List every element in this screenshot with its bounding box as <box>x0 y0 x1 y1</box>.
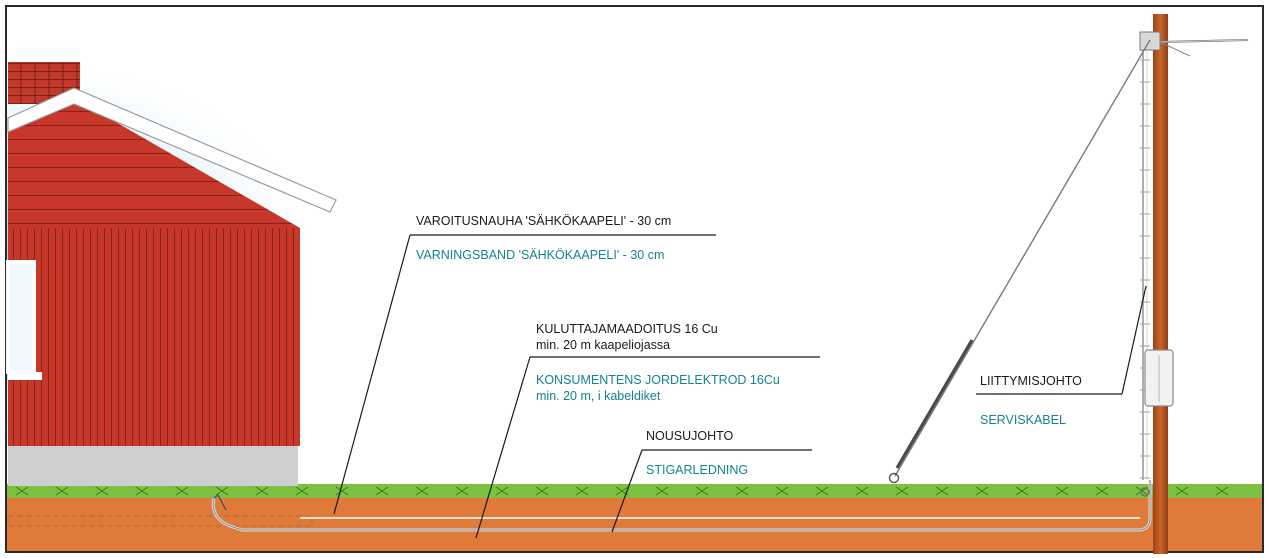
grass-mark <box>1015 486 1029 496</box>
grass-mark <box>335 486 349 496</box>
grass-mark <box>535 486 549 496</box>
service-cable-label-fi: LIITTYMISJOHTO <box>980 374 1082 388</box>
grass-mark <box>1095 486 1109 496</box>
foundation-trench <box>7 515 313 527</box>
warning-tape-label-sv: VARNINGSBAND 'SÄHKÖKAAPELI' - 30 cm <box>416 248 665 262</box>
earth-electrode-label-sv: KONSUMENTENS JORDELEKTROD 16Cu min. 20 m… <box>536 373 780 403</box>
grass-strip <box>7 484 1262 498</box>
grass-mark <box>55 486 69 496</box>
grass-mark <box>895 486 909 496</box>
riser-label-fi: NOUSUJOHTO <box>646 429 734 443</box>
grass-mark <box>695 486 709 496</box>
grass-mark <box>135 486 149 496</box>
grass-mark <box>175 486 189 496</box>
earth-electrode-label-fi: KULUTTAJAMAADOITUS 16 Cu min. 20 m kaape… <box>536 322 718 352</box>
utility-pole <box>1139 14 1249 554</box>
grass-mark <box>655 486 669 496</box>
guy-wire-guard <box>895 339 974 469</box>
grass-mark <box>935 486 949 496</box>
leader-riser <box>611 449 643 533</box>
grass-mark <box>775 486 789 496</box>
grass-mark <box>95 486 109 496</box>
grass-mark <box>1175 486 1189 496</box>
leader-lines <box>333 234 1147 539</box>
house-wall <box>8 228 300 446</box>
guy-anchor <box>888 472 900 484</box>
leader-service-cable <box>1121 285 1147 395</box>
leader-warning-tape <box>333 234 411 515</box>
grass-mark <box>415 486 429 496</box>
guy-wire <box>894 39 1151 477</box>
grass-mark <box>975 486 989 496</box>
roof-eave <box>7 87 337 213</box>
grass-mark <box>15 486 29 496</box>
house <box>6 62 337 486</box>
soil-layer <box>7 494 1262 551</box>
service-cable-label-sv: SERVISKABEL <box>980 413 1066 427</box>
grass-mark <box>1055 486 1069 496</box>
leader-earth-electrode <box>475 356 531 539</box>
house-window <box>6 260 36 374</box>
grass-mark <box>855 486 869 496</box>
window-sill <box>8 372 42 380</box>
grass-mark <box>295 486 309 496</box>
grass-mark <box>455 486 469 496</box>
grass-mark <box>815 486 829 496</box>
grass-mark <box>215 486 229 496</box>
grass-mark <box>255 486 269 496</box>
cable-house-end <box>213 493 227 511</box>
grass-mark <box>375 486 389 496</box>
grass-marks <box>15 486 1229 496</box>
warning-tape-label-fi: VAROITUSNAUHA 'SÄHKÖKAAPELI' - 30 cm <box>416 214 672 228</box>
underground-cable-outline <box>212 480 1151 531</box>
house-foundation <box>8 446 298 486</box>
grass-mark <box>575 486 589 496</box>
riser-label-sv: STIGARLEDNING <box>646 463 749 477</box>
grass-mark <box>1215 486 1229 496</box>
grass-mark <box>495 486 509 496</box>
pole-body <box>1153 14 1168 554</box>
grass-mark <box>735 486 749 496</box>
house-gable <box>8 98 300 228</box>
